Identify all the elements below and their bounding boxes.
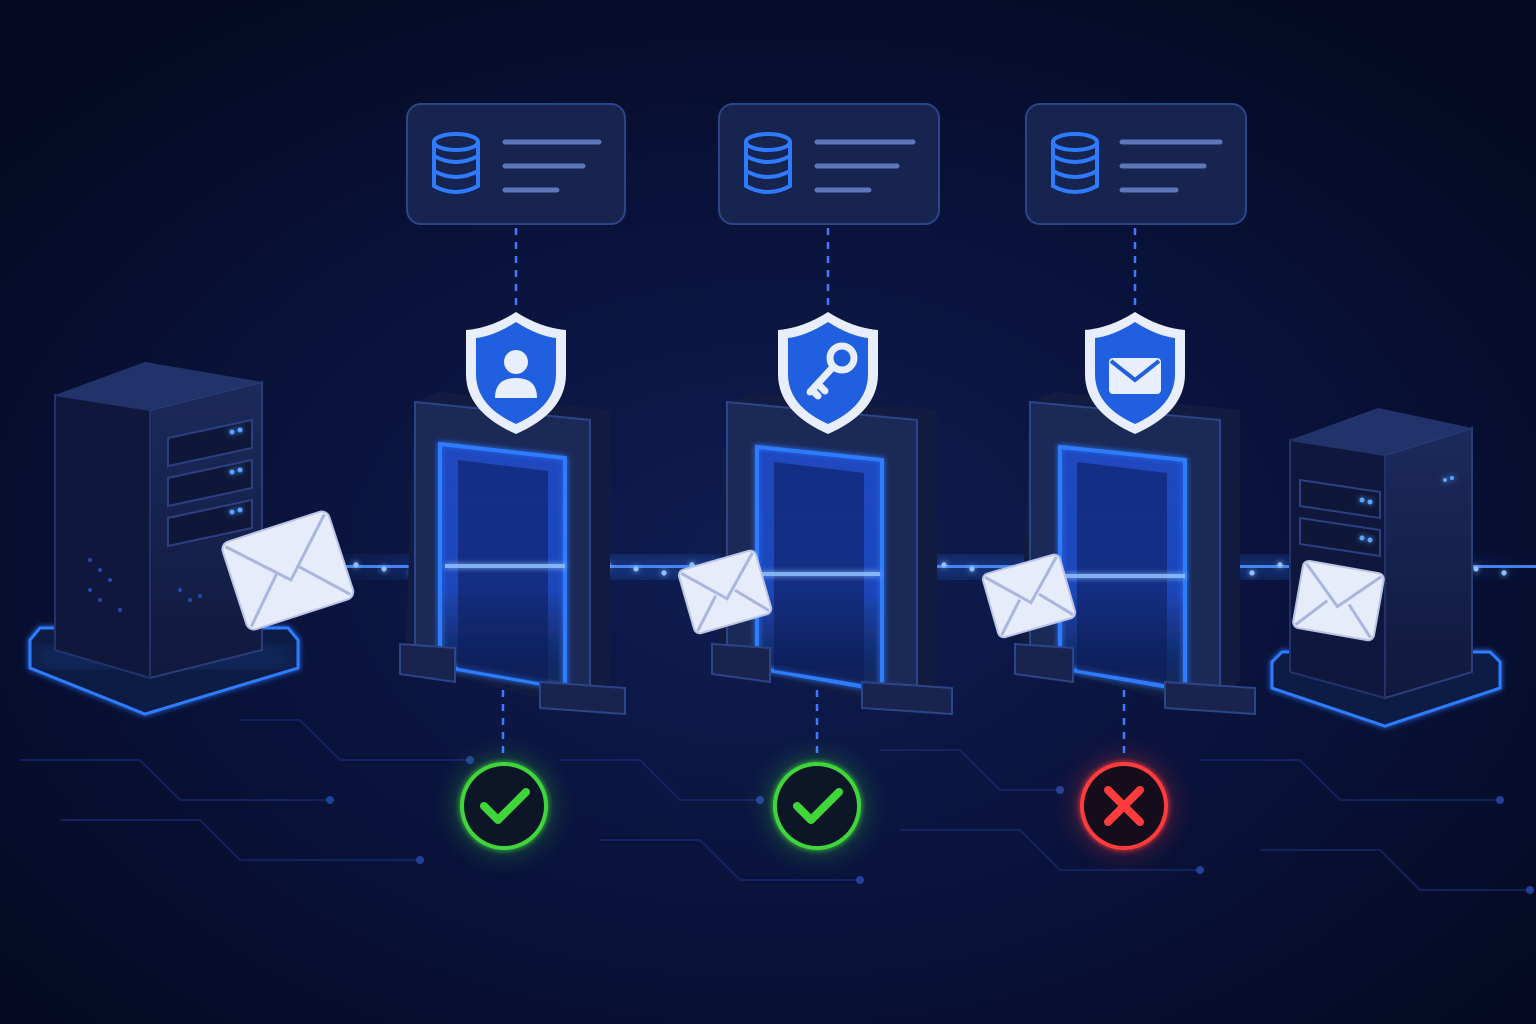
- envelope-gate-1: [677, 549, 773, 635]
- shield-message: [1085, 312, 1185, 434]
- portal-beams: [445, 564, 1185, 578]
- shield-key: [778, 312, 878, 434]
- gate-identity: [399, 392, 626, 716]
- cross-icon: [1104, 786, 1144, 826]
- sender-server: [28, 362, 300, 716]
- beam-particle: [353, 562, 359, 568]
- gate-message: [1014, 392, 1256, 716]
- panel-identity: [406, 103, 626, 225]
- text-lines: [814, 139, 916, 193]
- result-pass-identity: [454, 756, 554, 856]
- circuit-nodes: [326, 756, 1534, 894]
- beam-particle: [941, 562, 947, 568]
- shield-identity: [466, 312, 566, 434]
- envelope-receiver: [1292, 559, 1385, 642]
- panel-message: [1025, 103, 1247, 225]
- panel-key: [718, 103, 940, 225]
- user-icon: [495, 350, 537, 398]
- drive-bays: [1299, 478, 1381, 558]
- envelope-sender: [221, 510, 355, 631]
- checkmark-icon: [480, 788, 530, 824]
- checkmark-icon: [793, 788, 843, 824]
- text-lines: [502, 139, 602, 193]
- envelope-gate-2: [981, 553, 1077, 639]
- database-icon: [1051, 132, 1099, 194]
- text-lines: [1119, 139, 1223, 193]
- drive-bays: [167, 418, 253, 548]
- beam-particle: [1277, 562, 1283, 568]
- beam-particle: [1249, 570, 1255, 576]
- beam-particle: [661, 570, 667, 576]
- envelope-icon: [1109, 358, 1161, 394]
- database-icon: [744, 132, 792, 194]
- status-leds: [229, 427, 243, 515]
- key-icon: [806, 342, 858, 400]
- beam-particle: [1473, 566, 1479, 572]
- result-pass-key: [767, 756, 867, 856]
- circuit-traces: [20, 719, 1530, 891]
- gate-key: [711, 392, 953, 716]
- beam-particle: [1501, 570, 1507, 576]
- beam-particle: [969, 566, 975, 572]
- status-leds: [1359, 476, 1454, 543]
- vent-dots: [88, 558, 202, 612]
- dashed-connectors: [501, 228, 1137, 760]
- beam-particle: [633, 566, 639, 572]
- beam-particle: [381, 566, 387, 572]
- database-icon: [432, 132, 480, 194]
- result-fail-message: [1074, 756, 1174, 856]
